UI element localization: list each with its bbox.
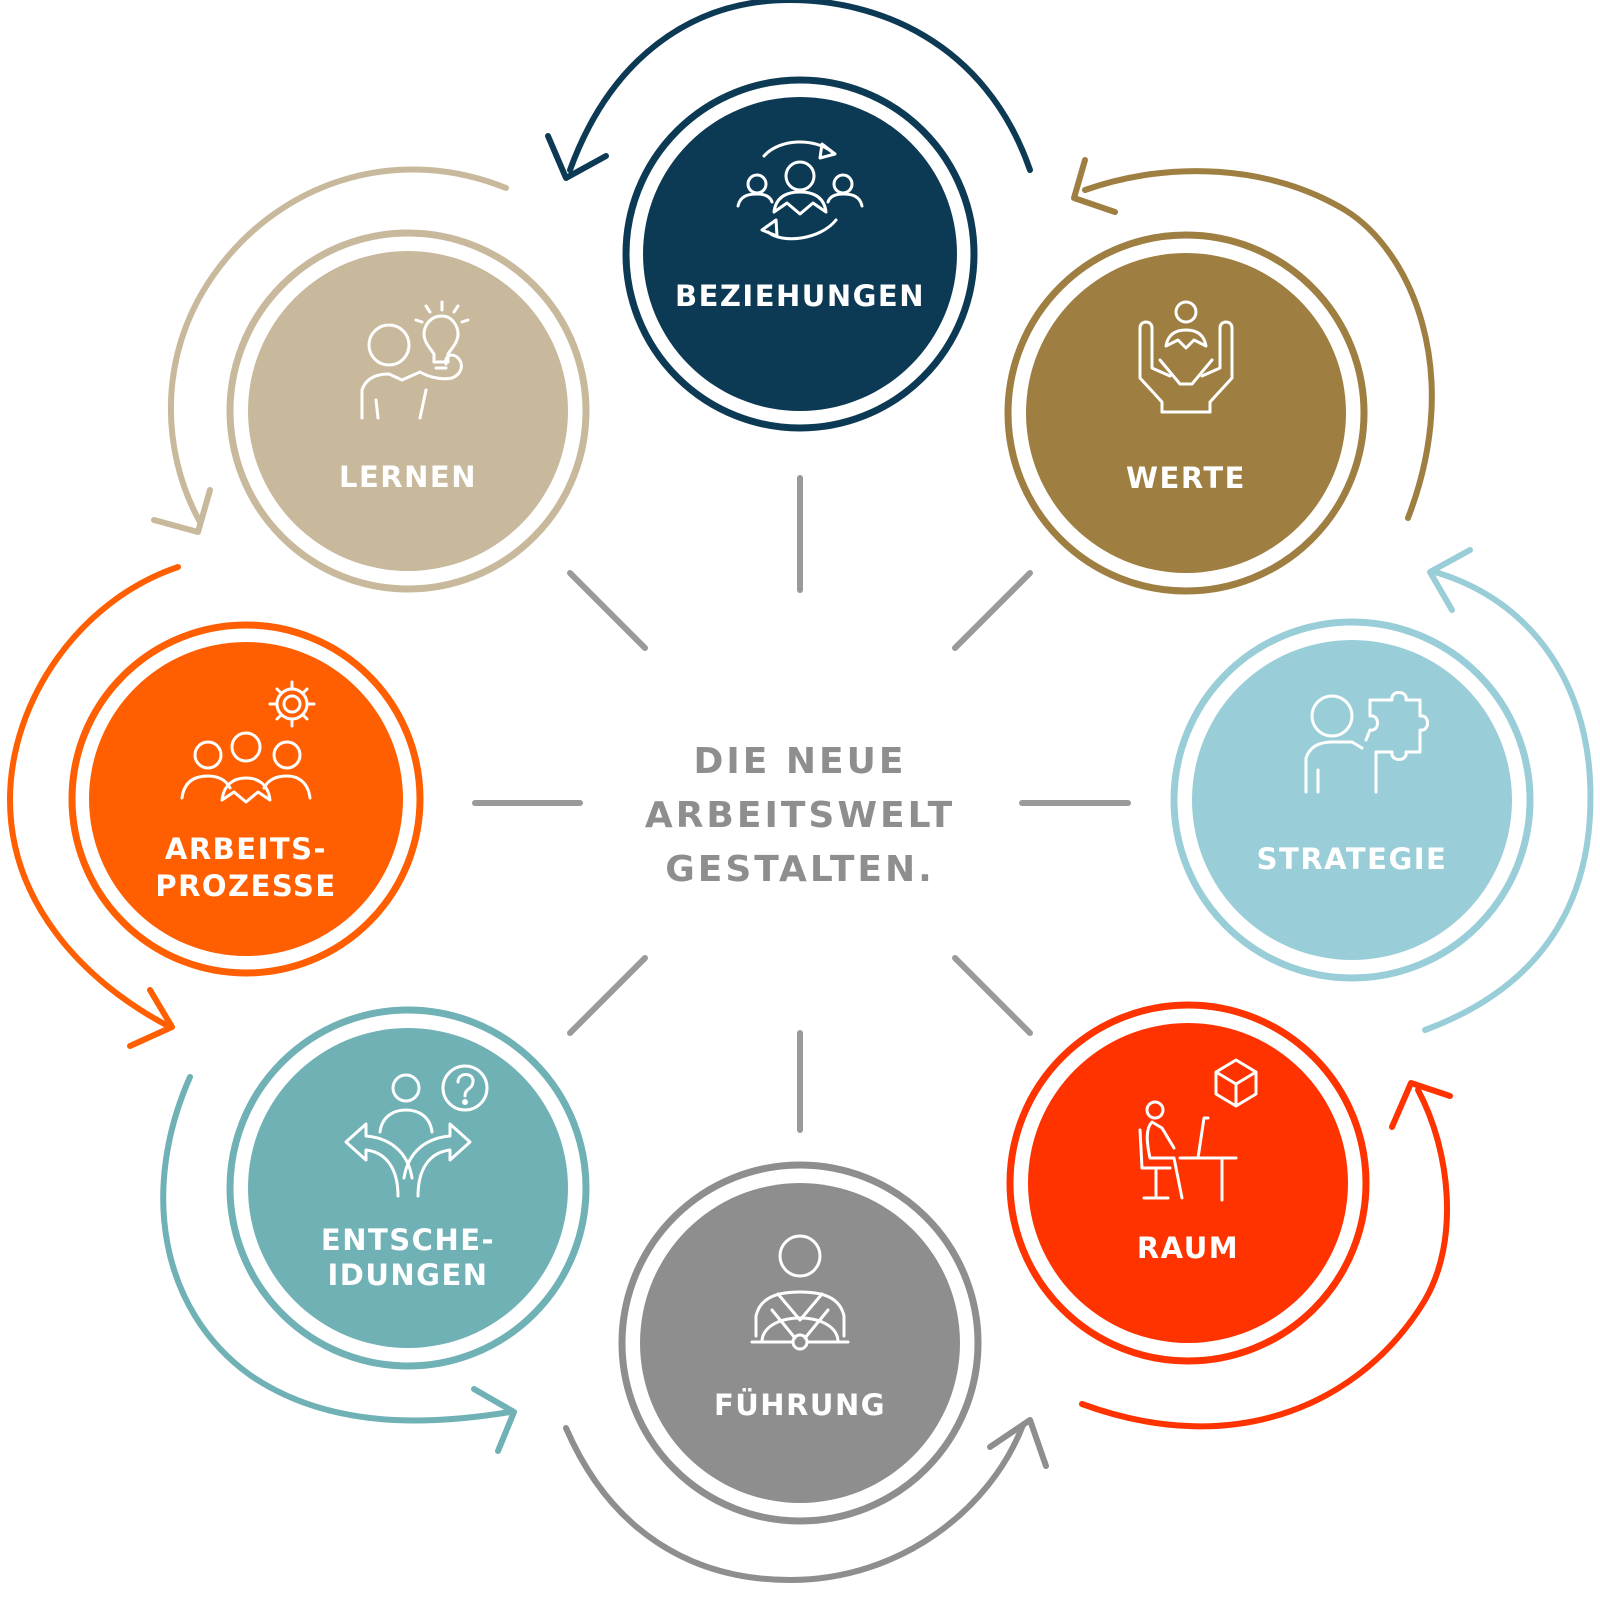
arrowhead-fuehrung [987,1417,1049,1469]
arrow-arbeitsprozesse-to-entscheidungen [160,1074,513,1424]
node-disc [1192,640,1512,960]
spoke-top-right [952,570,1033,651]
spoke-top-left [567,570,648,651]
person-crossroads-icon [344,1064,489,1198]
cycle-arrows [7,0,1594,1583]
arrowhead-strategie [1427,547,1473,613]
person-lightbulb-icon [360,300,470,420]
arrow-beziehungen-to-lernen [167,166,509,525]
node-label-entscheidungen-line-1: ENTSCHE- [321,1223,495,1257]
center-title-line-2: ARBEITSWELT [645,795,955,836]
node-ring [226,229,590,593]
node-label-raum: RAUM [1137,1231,1239,1265]
arrow-werte-to-beziehungen [567,0,1033,173]
center-title-line-1: DIE NEUE [694,741,907,782]
arrowhead-lernen [151,487,213,535]
node-disc [248,251,568,571]
node-entscheidungen: ENTSCHE- IDUNGEN [226,1006,590,1370]
center-title: DIE NEUE ARBEITSWELT GESTALTEN. [645,741,955,890]
node-label-beziehungen: BEZIEHUNGEN [675,279,925,313]
node-disc [248,1028,568,1348]
person-desk-icon [1138,1058,1258,1202]
arrow-strategie-to-werte [1082,168,1435,521]
node-label-arbeitsprozesse-line-2: PROZESSE [155,869,336,903]
node-beziehungen: BEZIEHUNGEN [622,76,978,432]
spoke-bottom-left [567,955,648,1036]
node-label-arbeitsprozesse-line-1: ARBEITS- [165,832,327,866]
arrow-raum-to-strategie [1422,569,1594,1033]
node-ring [1004,231,1368,595]
node-disc [643,97,957,411]
node-ring [622,76,978,432]
node-raum: RAUM [1006,1001,1370,1365]
node-label-entscheidungen-line-2: IDUNGEN [327,1258,488,1292]
node-lernen: LERNEN [226,229,590,593]
node-label-werte: WERTE [1126,461,1246,495]
node-werte: WERTE [1004,231,1368,595]
node-fuehrung: FÜHRUNG [618,1161,982,1525]
node-label-fuehrung: FÜHRUNG [714,1388,886,1422]
arrowhead-beziehungen [545,133,609,181]
node-ring [1006,1001,1370,1365]
node-strategie: STRATEGIE [1170,618,1534,982]
center-title-line-3: GESTALTEN. [665,849,935,890]
node-label-strategie: STRATEGIE [1257,842,1448,876]
arrowhead-werte [1071,157,1118,215]
node-label-lernen: LERNEN [339,460,477,494]
node-disc [1028,1023,1348,1343]
node-disc [640,1183,960,1503]
person-steering-icon [750,1234,850,1351]
node-arbeitsprozesse: ARBEITS- PROZESSE [68,621,424,977]
arrow-entscheidungen-to-fuehrung [563,1422,1026,1583]
arrowhead-raum [1389,1080,1453,1130]
node-disc [89,642,403,956]
team-gear-icon [180,680,316,804]
node-ring [68,621,424,977]
node-ring [1170,618,1534,982]
node-ring [226,1006,590,1370]
node-ring [618,1161,982,1525]
spoke-bottom-right [952,955,1033,1036]
arrowhead-arbeitsprozesse [127,987,175,1049]
hands-holding-person-icon [1138,300,1234,414]
arrow-lernen-to-arbeitsprozesse [7,564,181,1030]
people-exchange-icon [736,140,864,241]
person-puzzle-icon [1304,691,1429,794]
arrowhead-entscheidungen [471,1386,517,1454]
arrow-fuehrung-to-raum [1079,1087,1451,1430]
center-spokes [472,475,1131,1133]
